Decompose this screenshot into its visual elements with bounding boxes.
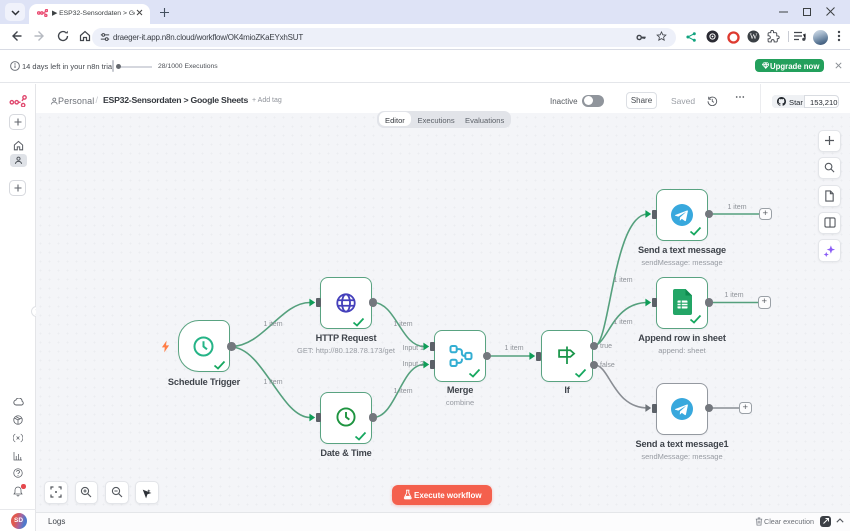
svg-text:W: W (750, 32, 758, 41)
